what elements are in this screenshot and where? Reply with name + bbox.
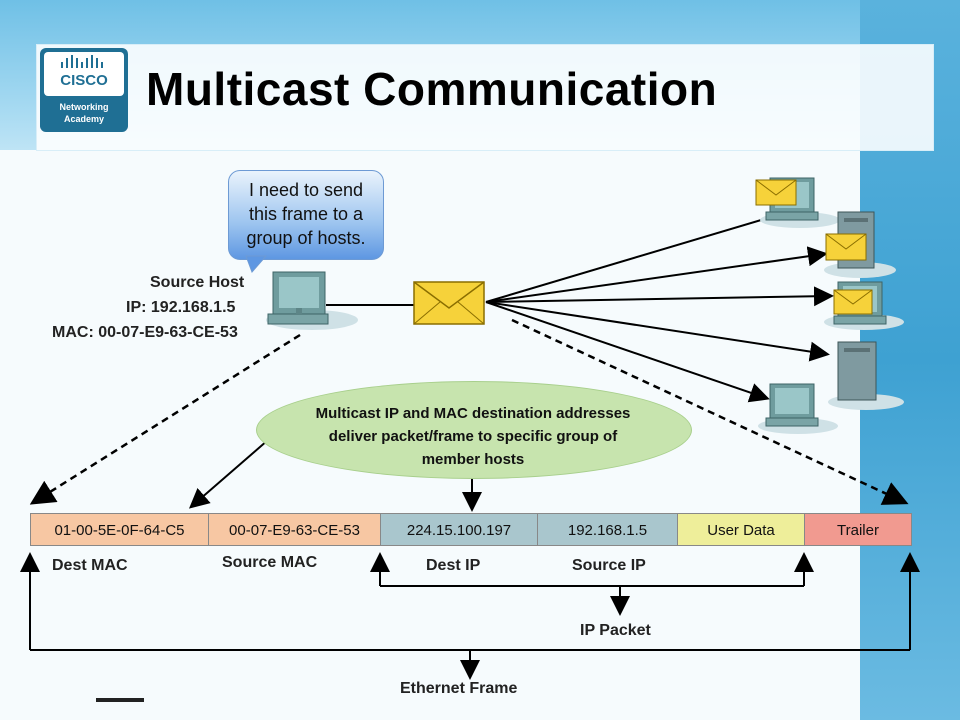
label-dest-mac: Dest MAC	[52, 557, 128, 574]
source-host-mac: MAC: 00-07-E9-63-CE-53	[52, 324, 238, 341]
host-computer-icon	[758, 383, 838, 434]
speech-bubble-text: I need to send this frame to a group of …	[246, 180, 366, 248]
speech-bubble	[228, 170, 384, 260]
cisco-logo: CISCO Networking Academy	[40, 48, 128, 132]
label-dest-ip: Dest IP	[426, 557, 481, 574]
logo-line1: Networking	[59, 102, 109, 112]
label-source-ip: Source IP	[572, 557, 646, 574]
host-server-icon	[824, 211, 896, 278]
title-panel	[36, 44, 934, 151]
frame-field-dest-ip: 224.15.100.197	[380, 513, 537, 546]
source-host-ip: IP: 192.168.1.5	[126, 299, 236, 316]
source-host-label: Source Host	[150, 274, 245, 291]
host-computer-icon	[755, 177, 840, 228]
cisco-bars-icon	[61, 55, 103, 68]
label-source-mac: Source MAC	[222, 554, 318, 571]
frame-field-source-mac: 00-07-E9-63-CE-53	[208, 513, 380, 546]
frame-field-dest-mac: 01-00-5E-0F-64-C5	[30, 513, 208, 546]
frame-field-source-ip: 192.168.1.5	[537, 513, 677, 546]
label-ethernet-frame: Ethernet Frame	[400, 680, 518, 697]
label-ip-packet: IP Packet	[580, 622, 651, 639]
source-computer-icon	[266, 271, 358, 330]
callout-text: Multicast IP and MAC destination address…	[315, 405, 631, 468]
logo-brand: CISCO	[60, 72, 108, 89]
callout-ellipse	[256, 381, 692, 479]
host-server-icon	[828, 341, 904, 410]
frame-field-user-data: User Data	[677, 513, 804, 546]
host-computer-icon	[824, 281, 904, 330]
page-title: Multicast Communication	[146, 63, 718, 115]
logo-line2: Academy	[63, 114, 105, 124]
envelope-icon	[413, 281, 485, 325]
frame-field-trailer: Trailer	[804, 513, 912, 546]
